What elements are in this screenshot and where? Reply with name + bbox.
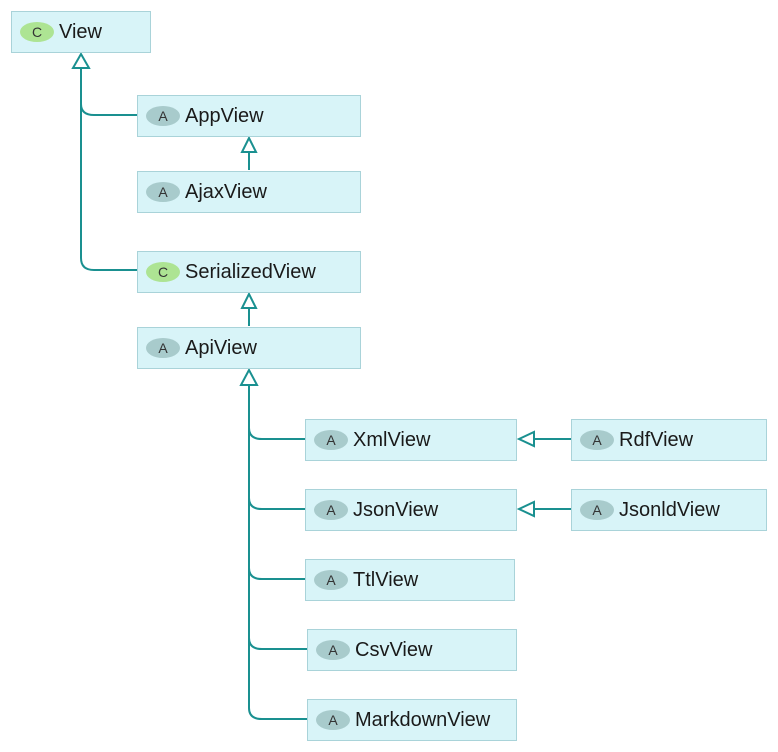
node-rdf-view[interactable]: A RdfView	[571, 419, 767, 461]
abstract-badge-icon: A	[580, 430, 614, 450]
class-badge-icon: C	[20, 22, 54, 42]
node-label: AppView	[185, 105, 264, 127]
edge-xmlview-to-apiview	[248, 384, 305, 440]
node-xml-view[interactable]: A XmlView	[305, 419, 517, 461]
abstract-badge-icon: A	[314, 570, 348, 590]
edge-csvview-to-apiview	[248, 568, 307, 650]
node-label: JsonldView	[619, 499, 720, 521]
node-app-view[interactable]: A AppView	[137, 95, 361, 137]
node-label: XmlView	[353, 429, 431, 451]
edge-appview-to-view	[80, 66, 137, 116]
abstract-badge-icon: A	[580, 500, 614, 520]
node-label: TtlView	[353, 569, 419, 591]
node-label: ApiView	[185, 337, 257, 359]
abstract-badge-icon: A	[314, 430, 348, 450]
node-ajax-view[interactable]: A AjaxView	[137, 171, 361, 213]
abstract-badge-icon: A	[314, 500, 348, 520]
node-ttl-view[interactable]: A TtlView	[305, 559, 515, 601]
edge-markdownview-to-apiview	[248, 638, 307, 720]
node-label: View	[59, 21, 102, 43]
node-label: CsvView	[355, 639, 433, 661]
class-badge-icon: C	[146, 262, 180, 282]
node-json-view[interactable]: A JsonView	[305, 489, 517, 531]
node-label: RdfView	[619, 429, 694, 451]
arrowhead-view	[71, 51, 91, 69]
arrowhead-serializedview	[240, 291, 258, 309]
node-jsonld-view[interactable]: A JsonldView	[571, 489, 767, 531]
node-label: SerializedView	[185, 261, 316, 283]
node-markdown-view[interactable]: A MarkdownView	[307, 699, 517, 741]
arrowhead-jsonview	[516, 500, 535, 518]
node-label: JsonView	[353, 499, 439, 521]
abstract-badge-icon: A	[316, 640, 350, 660]
arrowhead-appview	[240, 135, 258, 153]
arrowhead-apiview	[239, 367, 259, 386]
node-csv-view[interactable]: A CsvView	[307, 629, 517, 671]
edge-ttlview-to-apiview	[248, 498, 305, 580]
edge-serializedview-to-view	[80, 104, 137, 271]
abstract-badge-icon: A	[146, 338, 180, 358]
node-view[interactable]: C View	[11, 11, 151, 53]
node-label: MarkdownView	[355, 709, 491, 731]
arrowhead-xmlview	[516, 430, 535, 448]
node-label: AjaxView	[185, 181, 267, 203]
node-serialized-view[interactable]: C SerializedView	[137, 251, 361, 293]
edge-jsonview-to-apiview	[248, 428, 305, 510]
abstract-badge-icon: A	[316, 710, 350, 730]
abstract-badge-icon: A	[146, 106, 180, 126]
node-api-view[interactable]: A ApiView	[137, 327, 361, 369]
abstract-badge-icon: A	[146, 182, 180, 202]
